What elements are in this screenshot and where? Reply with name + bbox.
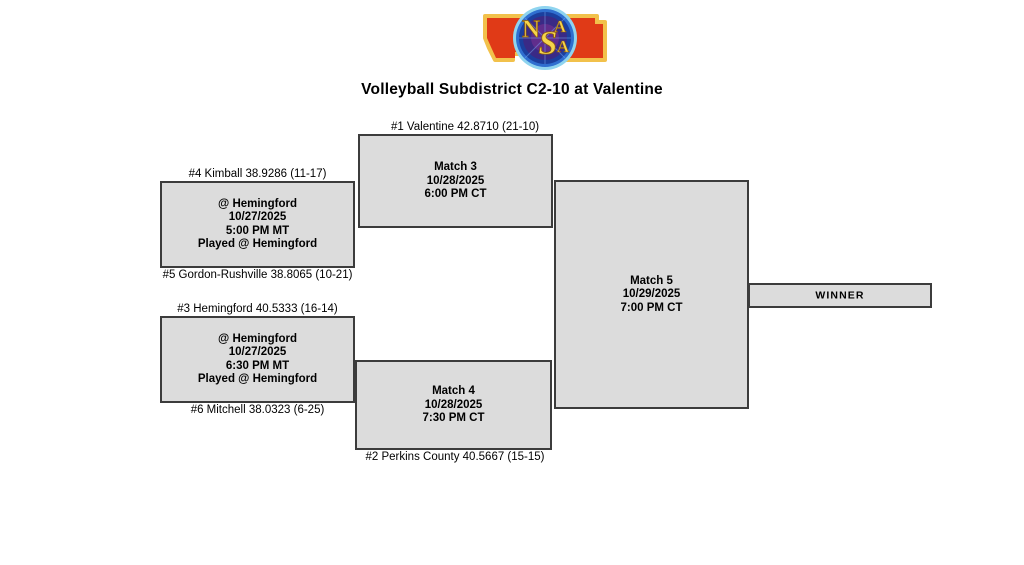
match-5-line-1: Match 5: [630, 274, 673, 287]
seed-label-2: #2 Perkins County 40.5667 (15-15): [365, 451, 545, 463]
page-title: Volleyball Subdistrict C2-10 at Valentin…: [361, 81, 663, 98]
winner-box[interactable]: WINNER: [748, 283, 932, 308]
match-3-line-2: 10/28/2025: [426, 174, 485, 187]
match-1-line-2: 10/27/2025: [228, 211, 287, 223]
seed-label-6: #6 Mitchell 38.0323 (6-25): [190, 404, 325, 416]
svg-text:A: A: [557, 37, 570, 56]
seed-label-4: #4 Kimball 38.9286 (11-17): [188, 168, 327, 180]
winner-label: WINNER: [815, 288, 865, 301]
match-4-line-3: 7:30 PM CT: [422, 411, 485, 424]
seed-label-5: #5 Gordon-Rushville 38.8065 (10-21): [162, 269, 353, 281]
seed-label-1: #1 Valentine 42.8710 (21-10): [390, 121, 540, 133]
match-3-line-1: Match 3: [434, 160, 477, 173]
match-3-details: Match 3 10/28/2025 6:00 PM CT: [360, 161, 551, 202]
match-1-line-1: @ Hemingford: [218, 197, 297, 210]
match-5-details: Match 5 10/29/2025 7:00 PM CT: [556, 274, 747, 315]
match-1-line-3: 5:00 PM MT: [225, 224, 290, 237]
match-2-line-1: @ Hemingford: [218, 332, 297, 345]
match-2-details: @ Hemingford 10/27/2025 6:30 PM MT Playe…: [162, 333, 353, 387]
svg-text:A: A: [554, 17, 567, 36]
match-1-line-4: Played @ Hemingford: [197, 238, 318, 250]
match-box-5[interactable]: Match 5 10/29/2025 7:00 PM CT: [554, 180, 749, 409]
match-box-3[interactable]: Match 3 10/28/2025 6:00 PM CT: [358, 134, 553, 228]
match-2-line-4: Played @ Hemingford: [197, 373, 318, 385]
nsaa-logo-icon: N A S A: [479, 4, 611, 72]
match-box-1[interactable]: @ Hemingford 10/27/2025 5:00 PM MT Playe…: [160, 181, 355, 268]
match-box-4[interactable]: Match 4 10/28/2025 7:30 PM CT: [355, 360, 552, 450]
match-4-line-1: Match 4: [432, 384, 475, 397]
match-4-details: Match 4 10/28/2025 7:30 PM CT: [357, 385, 550, 426]
match-4-line-2: 10/28/2025: [424, 398, 483, 411]
winner-details: WINNER: [750, 289, 930, 303]
match-2-line-3: 6:30 PM MT: [225, 359, 290, 372]
match-3-line-3: 6:00 PM CT: [424, 187, 487, 200]
match-1-details: @ Hemingford 10/27/2025 5:00 PM MT Playe…: [162, 198, 353, 252]
match-5-line-3: 7:00 PM CT: [620, 301, 683, 314]
svg-text:S: S: [539, 25, 558, 62]
match-2-line-2: 10/27/2025: [228, 346, 287, 358]
match-box-2[interactable]: @ Hemingford 10/27/2025 6:30 PM MT Playe…: [160, 316, 355, 403]
seed-label-3: #3 Hemingford 40.5333 (16-14): [177, 303, 338, 315]
match-5-line-2: 10/29/2025: [622, 287, 681, 300]
svg-text:N: N: [522, 16, 540, 43]
